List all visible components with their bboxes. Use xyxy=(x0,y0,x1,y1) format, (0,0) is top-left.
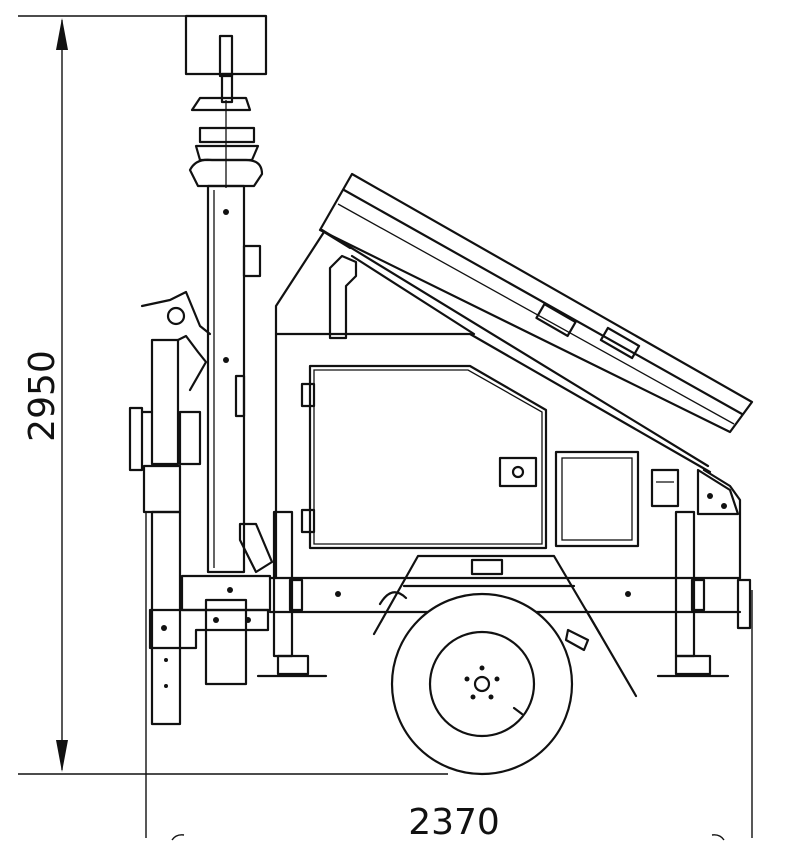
shock-absorber xyxy=(564,628,590,652)
outrigger-front-foot-post xyxy=(276,654,310,676)
height-dimension-label: 2950 xyxy=(22,350,63,442)
front-plate xyxy=(148,608,270,650)
drawbar-arm xyxy=(176,334,208,392)
jockey-handle xyxy=(128,406,144,472)
solar-panel-lower-rail xyxy=(320,228,710,468)
side-door xyxy=(308,364,548,550)
mast-base-post xyxy=(204,598,248,686)
width-arrow-right xyxy=(711,834,725,841)
rear-gusset-bolt-2 xyxy=(721,503,727,509)
canopy-strut-line xyxy=(350,254,476,336)
wheel-nut-1 xyxy=(479,665,485,671)
jack-leg-front xyxy=(150,510,182,726)
mast-clamp-top xyxy=(190,96,252,112)
width-arrow-left xyxy=(171,834,185,841)
mast-hinge xyxy=(238,522,274,574)
lamp-head xyxy=(184,14,268,76)
drawbar-assembly xyxy=(128,290,270,726)
height-arrow-top xyxy=(56,18,68,50)
solar-panel-edge-2 xyxy=(337,203,735,425)
wheel-nut-4 xyxy=(470,694,476,700)
width-dimension-label: 2370 xyxy=(408,802,500,842)
mast-clamp-upper xyxy=(198,126,256,144)
outrigger-front-clamp xyxy=(288,578,304,612)
wheel-nut-2 xyxy=(494,676,500,682)
wheel-valve xyxy=(512,706,524,716)
mast-clamp-mid xyxy=(194,144,260,162)
height-dimension: 2950 xyxy=(18,15,448,775)
solar-panel-frame xyxy=(318,172,754,434)
wheel-arch-bracket xyxy=(372,554,602,636)
width-dimension: 2370 xyxy=(145,512,753,842)
jack-hole-2 xyxy=(164,684,168,688)
door-lock-knob xyxy=(511,465,525,479)
solar-panel xyxy=(318,172,754,468)
control-panel xyxy=(554,450,640,548)
front-plate-bolt-2 xyxy=(213,617,219,623)
solar-panel-hinge-1 xyxy=(535,302,577,338)
drawbar-bracket xyxy=(178,410,202,466)
jockey-stand xyxy=(150,338,180,466)
wheel-nut-5 xyxy=(464,676,470,682)
chassis-bolt-2 xyxy=(625,591,631,597)
door-hinge-top xyxy=(300,382,316,408)
chassis-bolt-3 xyxy=(227,587,233,593)
axle-tag xyxy=(470,558,504,576)
solar-panel-edge-1 xyxy=(342,188,744,416)
wheel-rim xyxy=(428,630,536,738)
mast-assembly xyxy=(184,14,274,686)
tow-hitch-coupler xyxy=(166,306,186,326)
chassis-bolt-1 xyxy=(335,591,341,597)
rear-bumper xyxy=(736,578,752,630)
rear-gusset xyxy=(696,468,740,516)
generator-canopy xyxy=(274,230,742,580)
canopy-roofline xyxy=(274,332,712,474)
axle-assembly xyxy=(372,554,638,776)
wheel-tyre xyxy=(390,592,574,776)
solar-panel-hinge-2 xyxy=(599,326,641,360)
coupling-head xyxy=(142,464,182,514)
door-latch xyxy=(498,456,538,488)
front-plate-bolt-1 xyxy=(161,625,167,631)
canopy-rear-edge xyxy=(702,468,742,580)
mast-winch-head xyxy=(188,158,264,188)
mast-tip xyxy=(220,72,234,104)
lamp-bracket xyxy=(218,34,234,78)
front-crossmember xyxy=(180,574,272,612)
wheel-hub xyxy=(473,675,491,693)
tow-hitch xyxy=(140,290,212,336)
control-panel-inner xyxy=(561,457,633,541)
mast-pin-top xyxy=(223,209,229,215)
jack-hole-1 xyxy=(164,658,168,662)
front-plate-bolt-3 xyxy=(245,617,251,623)
side-box xyxy=(650,468,680,508)
height-arrow-bottom xyxy=(56,740,68,772)
canopy-strut xyxy=(328,254,358,340)
wheel-nut-3 xyxy=(488,694,494,700)
rear-gusset-bolt-1 xyxy=(707,493,713,499)
door-hinge-bottom xyxy=(300,508,316,534)
mast-pin-mid xyxy=(223,357,229,363)
mast-lock xyxy=(234,374,246,418)
mast-side-bracket xyxy=(242,244,262,278)
outrigger-rear-foot-post xyxy=(674,654,712,676)
outrigger-rear-clamp xyxy=(690,578,706,612)
safety-chain xyxy=(584,608,638,698)
leaf-spring-front xyxy=(378,591,408,606)
